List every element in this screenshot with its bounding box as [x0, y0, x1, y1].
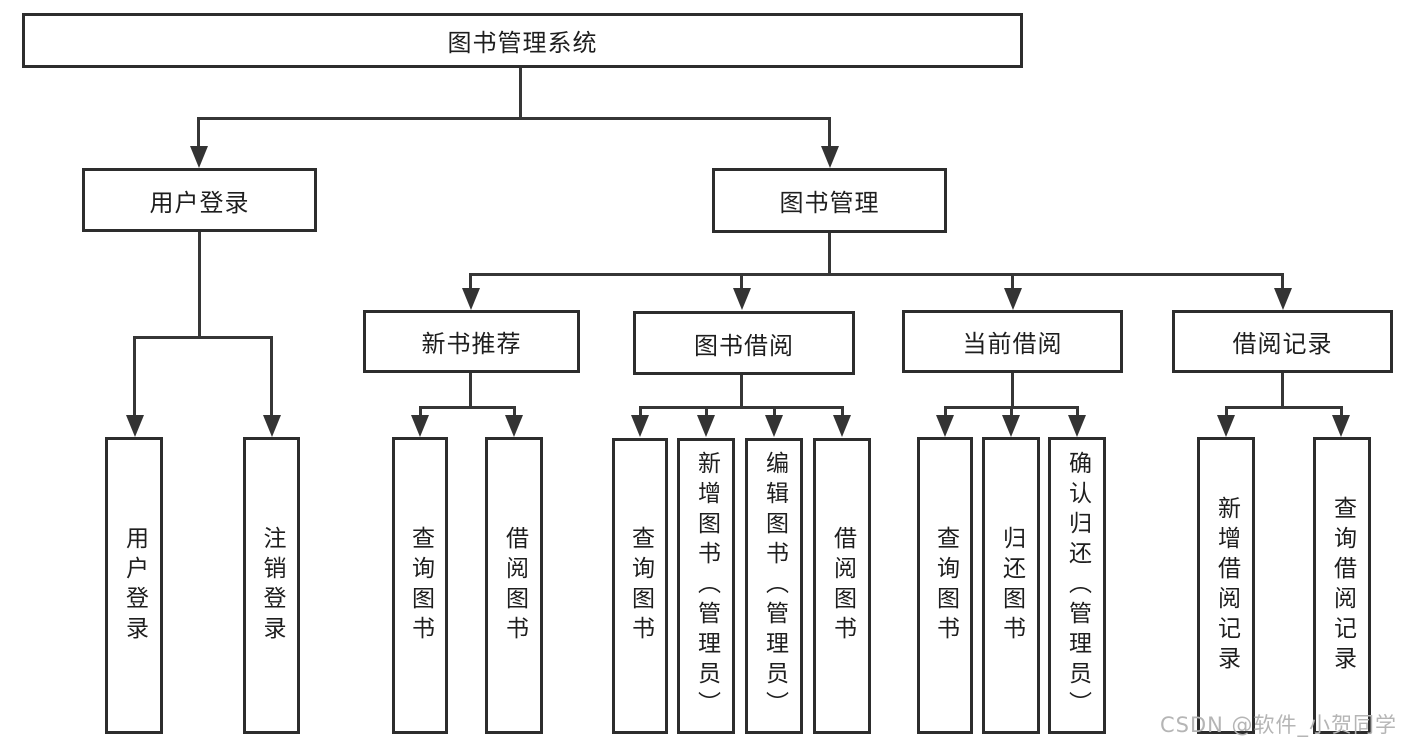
- arrow-down-icon: [1004, 288, 1022, 310]
- node-book-borrowing: 图书借阅: [633, 311, 855, 375]
- arrow-down-icon: [190, 146, 208, 168]
- connector-line: [841, 406, 844, 419]
- leaf-label: 编辑图书（管理员）: [761, 451, 788, 721]
- connector-line: [1010, 406, 1013, 419]
- leaf-user-login: 用户登录: [105, 437, 163, 734]
- arrow-down-icon: [631, 415, 649, 437]
- connector-line: [828, 233, 831, 273]
- arrow-down-icon: [1002, 415, 1020, 437]
- connector-line: [469, 373, 472, 406]
- leaf-edit-book-admin: 编辑图书（管理员）: [745, 438, 803, 734]
- connector-line: [198, 117, 831, 120]
- node-label: 用户登录: [149, 188, 250, 217]
- leaf-label: 新增借阅记录: [1213, 495, 1240, 676]
- connector-line: [639, 406, 844, 409]
- arrow-down-icon: [1217, 415, 1235, 437]
- node-library-system: 图书管理系统: [22, 13, 1023, 68]
- arrow-down-icon: [821, 146, 839, 168]
- leaf-query-borrow-record: 查询借阅记录: [1313, 437, 1371, 734]
- connector-line: [828, 117, 831, 150]
- leaf-return-book: 归还图书: [982, 437, 1040, 734]
- node-label: 图书借阅: [694, 331, 794, 360]
- arrow-down-icon: [733, 288, 751, 310]
- arrow-down-icon: [765, 415, 783, 437]
- connector-line: [639, 406, 642, 419]
- arrow-down-icon: [833, 415, 851, 437]
- leaf-label: 注销登录: [259, 525, 285, 646]
- connector-line: [197, 117, 200, 150]
- connector-line: [469, 273, 472, 292]
- arrow-down-icon: [411, 415, 429, 437]
- connector-line: [270, 336, 273, 419]
- connector-line: [469, 273, 1284, 276]
- node-label: 图书管理: [779, 189, 880, 217]
- leaf-label: 借阅图书: [501, 525, 528, 646]
- node-borrow-records: 借阅记录: [1172, 310, 1393, 373]
- arrow-down-icon: [263, 415, 281, 437]
- leaf-borrow-books: 借阅图书: [813, 438, 871, 734]
- node-new-book-recommend: 新书推荐: [363, 310, 580, 373]
- node-current-borrowing: 当前借阅: [902, 310, 1123, 373]
- leaf-add-book-admin: 新增图书（管理员）: [677, 438, 735, 734]
- node-label: 新书推荐: [421, 330, 522, 358]
- connector-line: [519, 68, 522, 117]
- node-label: 图书管理系统: [447, 29, 598, 57]
- connector-line: [1281, 373, 1284, 406]
- leaf-label: 新增图书（管理员）: [693, 451, 720, 721]
- node-label: 当前借阅: [962, 330, 1063, 358]
- arrow-down-icon: [697, 415, 715, 437]
- connector-line: [1225, 406, 1228, 419]
- arrow-down-icon: [1068, 415, 1086, 437]
- arrow-down-icon: [505, 415, 523, 437]
- connector-line: [513, 406, 516, 419]
- connector-line: [1011, 373, 1014, 406]
- leaf-query-books-borrow: 查询图书: [612, 438, 668, 734]
- leaf-borrow-books-recommend: 借阅图书: [485, 437, 543, 734]
- connector-line: [133, 336, 136, 419]
- leaf-query-books-current: 查询图书: [917, 437, 973, 734]
- node-user-login: 用户登录: [82, 168, 317, 232]
- leaf-add-borrow-record: 新增借阅记录: [1197, 437, 1255, 734]
- connector-line: [133, 336, 273, 339]
- connector-line: [1281, 273, 1284, 292]
- connector-line: [944, 406, 947, 419]
- leaf-label: 用户登录: [121, 525, 148, 646]
- connector-line: [705, 406, 708, 419]
- leaf-label: 查询图书: [627, 526, 654, 646]
- arrow-down-icon: [1332, 415, 1350, 437]
- watermark: CSDN @软件_小贺同学: [1160, 713, 1398, 737]
- connector-line: [1225, 406, 1343, 409]
- arrow-down-icon: [126, 415, 144, 437]
- arrow-down-icon: [1274, 288, 1292, 310]
- leaf-label: 借阅图书: [829, 526, 856, 646]
- connector-line: [1076, 406, 1079, 419]
- arrow-down-icon: [462, 288, 480, 310]
- connector-line: [773, 406, 776, 419]
- connector-line: [1340, 406, 1343, 419]
- connector-line: [1011, 273, 1014, 292]
- leaf-label: 查询图书: [407, 525, 434, 646]
- leaf-label: 归还图书: [998, 525, 1025, 646]
- node-book-management: 图书管理: [712, 168, 947, 233]
- leaf-logout: 注销登录: [243, 437, 300, 734]
- connector-line: [740, 273, 743, 292]
- connector-line: [419, 406, 516, 409]
- connector-line: [198, 232, 201, 336]
- leaf-label: 查询借阅记录: [1329, 495, 1356, 676]
- arrow-down-icon: [936, 415, 954, 437]
- connector-line: [740, 375, 743, 406]
- leaf-query-books-recommend: 查询图书: [392, 437, 448, 734]
- leaf-confirm-return-admin: 确认归还（管理员）: [1048, 437, 1106, 734]
- node-label: 借阅记录: [1232, 330, 1333, 358]
- leaf-label: 查询图书: [932, 525, 959, 646]
- connector-line: [419, 406, 422, 419]
- leaf-label: 确认归还（管理员）: [1064, 450, 1091, 721]
